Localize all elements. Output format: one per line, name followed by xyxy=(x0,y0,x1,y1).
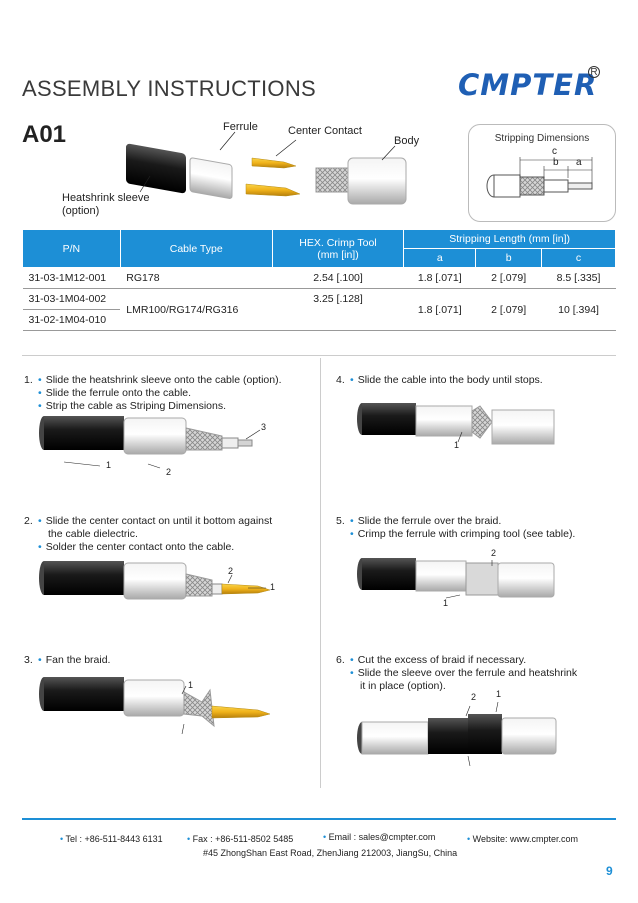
header-a: a xyxy=(403,248,477,268)
cell-c: 10 [.394] xyxy=(541,288,616,331)
page-number: 9 xyxy=(606,864,613,878)
step-5-text: 5.•Slide the ferrule over the braid. •Cr… xyxy=(336,515,576,540)
step-1-text: 1.•Slide the heatshrink sleeve onto the … xyxy=(24,374,282,412)
label-ferrule: Ferrule xyxy=(223,121,258,133)
cell-hex: 2.54 [.100] xyxy=(272,267,404,289)
spec-table: P/N Cable Type HEX. Crimp Tool(mm [in]) … xyxy=(22,229,616,331)
header-pn: P/N xyxy=(22,229,121,268)
table-row: 31-03-1M04-002 LMR100/RG174/RG316 3.25 [… xyxy=(22,288,616,331)
table-row: 31-03-1M12-001 RG178 2.54 [.100] 1.8 [.0… xyxy=(22,267,616,289)
footer-website[interactable]: • Website: www.cmpter.com xyxy=(467,834,579,844)
step-6-text: 6.•Cut the excess of braid if necessary.… xyxy=(336,654,578,692)
dim-c: c xyxy=(552,146,557,157)
step-3-illustration xyxy=(39,677,271,735)
step-5-illustration xyxy=(357,558,555,599)
callout-4-1: 1 xyxy=(454,440,460,450)
cell-b: 2 [.079] xyxy=(475,288,542,331)
label-center-contact: Center Contact xyxy=(288,125,362,137)
step-3-text: 3.•Fan the braid. xyxy=(24,654,111,666)
model-number: A01 xyxy=(22,121,67,148)
stripping-dimensions-panel: Stripping Dimensions xyxy=(468,124,616,222)
callout-3-1: 1 xyxy=(188,680,194,690)
step-4-text: 4.•Slide the cable into the body until s… xyxy=(336,374,543,386)
cell-b: 2 [.079] xyxy=(475,267,542,289)
cell-hex: 3.25 [.128] xyxy=(272,288,404,331)
dim-a: a xyxy=(576,157,582,168)
cell-pn: 31-03-1M04-002 xyxy=(22,288,121,310)
table-row: 31-02-1M04-010 xyxy=(22,309,616,331)
cell-pn: 31-03-1M12-001 xyxy=(22,267,121,289)
header-strip-length: Stripping Length (mm [in]) xyxy=(403,229,616,249)
callout-1-3: 3 xyxy=(261,422,267,432)
callout-5-1: 1 xyxy=(443,598,449,608)
footer-rule xyxy=(22,818,616,820)
header-cable-type: Cable Type xyxy=(119,229,273,268)
brand-logo: CMPTER xyxy=(458,68,598,102)
callout-1-1: 1 xyxy=(106,460,112,470)
callout-2-2: 2 xyxy=(228,566,234,576)
label-heatshrink: Heatshrink sleeve xyxy=(62,192,150,204)
callout-6-2: 2 xyxy=(471,692,477,702)
header-b: b xyxy=(475,248,543,268)
footer-tel: • Tel : +86-511-8443 6131 xyxy=(60,834,163,844)
footer-email[interactable]: • Email : sales@cmpter.com xyxy=(323,832,436,842)
column-divider xyxy=(320,358,321,788)
cell-cable: LMR100/RG174/RG316 xyxy=(120,288,273,331)
cell-a: 1.8 [.071] xyxy=(403,288,476,331)
footer-fax: • Fax : +86-511-8502 5485 xyxy=(187,834,294,844)
cell-c: 8.5 [.335] xyxy=(541,267,616,289)
step-4-illustration xyxy=(357,403,555,445)
step-6-illustration xyxy=(357,701,557,767)
footer-address: #45 ZhongShan East Road, ZhenJiang 21200… xyxy=(203,848,458,858)
callout-6-1: 1 xyxy=(496,689,502,699)
cell-pn: 31-02-1M04-010 xyxy=(22,309,121,331)
section-divider xyxy=(22,355,616,356)
registered-mark: R xyxy=(588,66,600,78)
step-1-illustration xyxy=(39,416,261,469)
label-body: Body xyxy=(394,135,420,147)
cell-a: 1.8 [.071] xyxy=(403,267,476,289)
page-title: ASSEMBLY INSTRUCTIONS xyxy=(22,76,316,101)
callout-1-2: 2 xyxy=(166,467,172,477)
callout-5-2: 2 xyxy=(491,548,497,558)
label-heatshrink-option: (option) xyxy=(62,205,100,217)
cell-cable: RG178 xyxy=(120,267,273,289)
stripping-dimensions-title: Stripping Dimensions xyxy=(494,133,590,144)
header-c: c xyxy=(541,248,616,268)
dim-b: b xyxy=(553,157,559,168)
step-2-illustration xyxy=(39,561,271,600)
step-2-text: 2.•Slide the center contact on until it … xyxy=(24,515,273,553)
callout-2-1: 1 xyxy=(270,582,276,592)
